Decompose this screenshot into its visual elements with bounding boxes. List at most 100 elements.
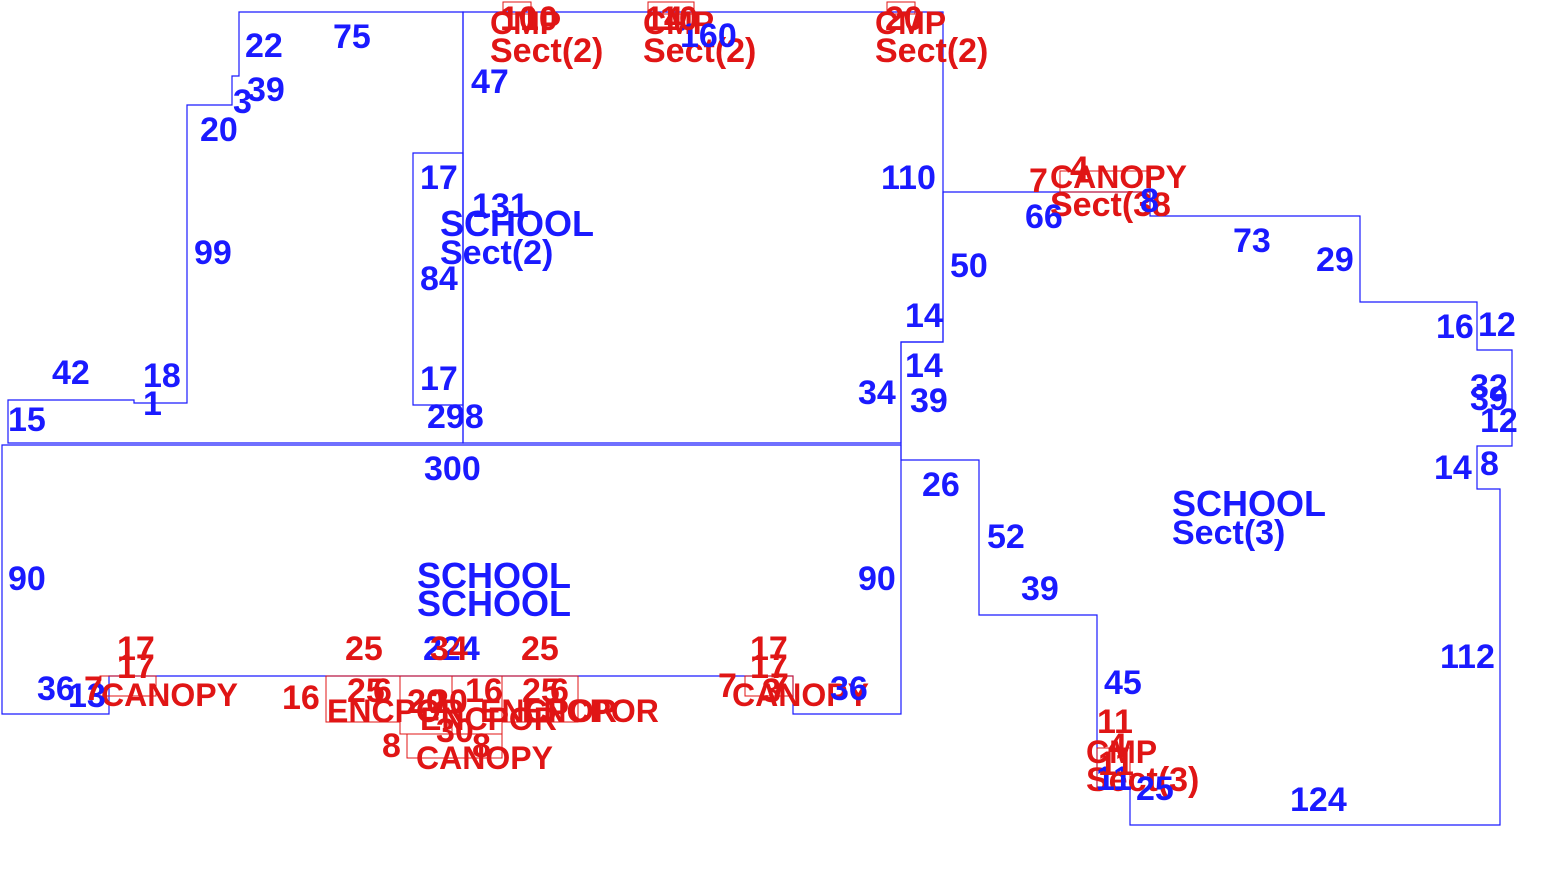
area-labels: SCHOOLSect(2)SCHOOLSCHOOLSCHOOLSect(3)CM…	[101, 5, 1326, 799]
dimension-label: 4	[1070, 150, 1089, 188]
dimension-label: 25	[521, 630, 559, 668]
dimension-label: 11	[1096, 760, 1132, 798]
dimension-label: 84	[420, 260, 458, 298]
dimension-label: 8	[472, 727, 491, 765]
dimension-label: 90	[8, 560, 46, 598]
dimension-label: 6	[373, 672, 392, 710]
dimension-label: 8	[1140, 182, 1159, 220]
area-section: Sect(3)	[1086, 761, 1199, 799]
area-section: Sect(2)	[490, 32, 603, 70]
area-section: Sect(3)	[1172, 514, 1285, 552]
area-label: CMP	[643, 5, 714, 41]
area-label: ENCPOR	[327, 693, 464, 729]
encpor-box-4	[501, 675, 579, 723]
sub-area-boxes	[99, 1, 1151, 789]
cmp-box-3	[886, 1, 916, 15]
area-label: CMP	[875, 5, 946, 41]
dimension-label: 112	[1440, 638, 1495, 676]
dimension-label: 10	[660, 0, 698, 38]
dimension-label: 36	[37, 670, 75, 708]
wing-east-outline	[900, 191, 1513, 826]
dimension-label: 224	[423, 630, 480, 668]
area-section: Sect(38	[1050, 186, 1171, 224]
dimension-label: 39	[1021, 570, 1059, 608]
dimension-label: 1	[143, 385, 162, 423]
dimension-label: 42	[52, 354, 90, 392]
dimension-label: 22	[245, 27, 283, 65]
dimension-label: 20	[200, 111, 238, 149]
dimension-label: 17	[117, 630, 155, 668]
dimension-label: 39	[910, 382, 948, 420]
dimension-label: 14	[1434, 449, 1472, 487]
dimension-label: 11	[1098, 745, 1134, 783]
dimension-label: 12	[1478, 306, 1516, 344]
area-label: SCHOOL	[417, 555, 571, 596]
dimension-label: 32	[1470, 368, 1508, 406]
area-label: SCHOOL	[440, 203, 594, 244]
dimension-label: 10	[520, 0, 558, 38]
dimension-label: 25	[345, 630, 383, 668]
dimension-label: 36	[830, 670, 868, 708]
dimension-label: 3	[233, 83, 252, 121]
dimension-label: 12	[1480, 402, 1518, 440]
dimension-label: 14	[905, 297, 943, 335]
dimension-label: 26	[922, 466, 960, 504]
dimension-label: 11	[1097, 703, 1133, 741]
dimension-label: 18	[143, 357, 181, 395]
dimension-label: 300	[424, 450, 481, 488]
canopy-box-west	[99, 675, 157, 697]
canopy-box-south	[406, 733, 503, 759]
dimension-label: 17	[420, 360, 458, 398]
dimension-label: 15	[8, 401, 46, 439]
cmp-box-east	[1096, 747, 1131, 789]
inner-strip-outline	[412, 152, 464, 406]
dimension-label: 298	[427, 398, 484, 436]
dimension-label: 13	[68, 677, 106, 715]
area-label: ENCPOR	[522, 693, 659, 729]
area-section: Sect(2)	[875, 32, 988, 70]
dimension-label: 25	[522, 672, 560, 710]
area-section: Sect(2)	[440, 234, 553, 272]
area-label: CANOPY	[1050, 159, 1187, 195]
area-label: CANOPY	[416, 740, 553, 776]
area-label: CMP	[1086, 734, 1157, 770]
dimension-label: 6	[550, 672, 569, 710]
dimension-label: 90	[858, 560, 896, 598]
area-label: CANOPY	[732, 677, 869, 713]
dimension-label: 16	[282, 679, 320, 717]
dimension-label: 34	[430, 630, 468, 668]
dimension-label: 20	[407, 683, 445, 721]
dimension-label: 110	[881, 159, 936, 197]
dimension-label: 160	[680, 17, 737, 55]
area-label: ENCPOR	[420, 701, 557, 737]
dimension-label: 124	[1290, 781, 1347, 819]
dimension-label: 34	[858, 374, 896, 412]
dimension-label: 39	[1470, 380, 1508, 418]
dimension-label: 7	[84, 670, 103, 708]
dimension-label: 50	[950, 247, 988, 285]
dimension-label: 25	[1136, 770, 1174, 808]
dimension-label: 131	[472, 187, 529, 225]
canopy-box-north	[1059, 170, 1151, 193]
building-outlines	[1, 11, 1513, 826]
dimension-label: 14	[645, 0, 683, 38]
dimension-label: 75	[333, 18, 371, 56]
dimension-label: 73	[1233, 222, 1271, 260]
dimension-label: 39	[247, 71, 285, 109]
dimension-label: 66	[1025, 198, 1063, 236]
dimension-label: 25	[347, 672, 385, 710]
dimension-label: 29	[1316, 241, 1354, 279]
cmp-box-2	[647, 1, 695, 15]
dimension-label: 7	[770, 667, 789, 705]
canopy-box-east	[744, 675, 794, 697]
dimension-label: 17	[117, 648, 155, 686]
dimension-label: 52	[987, 518, 1025, 556]
area-label: ENCPOR	[480, 693, 617, 729]
dimension-label: 16	[465, 672, 503, 710]
area-section: Sect(2)	[643, 32, 756, 70]
area-label: CMP	[490, 5, 561, 41]
dimension-label: 16	[1436, 308, 1474, 346]
dimension-label: 20	[430, 683, 468, 721]
